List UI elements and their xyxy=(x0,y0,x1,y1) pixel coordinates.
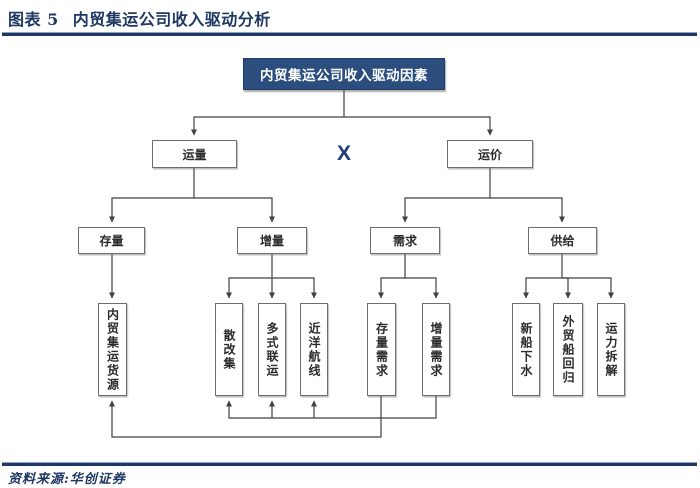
leaf-bulk-to-container: 散改集 xyxy=(215,303,243,396)
node-price: 运价 xyxy=(447,140,533,168)
leaf-multimodal-label: 多式联运 xyxy=(265,321,279,378)
leaf-stock-demand-label: 存量需求 xyxy=(374,321,389,378)
leaf-new-ship-launch: 新船下水 xyxy=(512,303,540,396)
leaf-cargo-source: 内贸集运货源 xyxy=(98,303,127,396)
leaf-capacity-scrap-label: 运力拆解 xyxy=(604,321,618,378)
figure-caption: 图表 5 内贸集运公司收入驱动分析 xyxy=(8,6,271,30)
leaf-incremental-demand-label: 增量需求 xyxy=(429,321,443,378)
node-volume: 运量 xyxy=(152,140,237,168)
leaf-foreign-ship-return: 外贸船回归 xyxy=(553,303,583,396)
node-root: 内贸集运公司收入驱动因素 xyxy=(243,58,445,90)
leaf-new-ship-launch-label: 新船下水 xyxy=(519,321,533,378)
node-demand: 需求 xyxy=(370,227,440,254)
leaf-near-sea-route-label: 近洋航线 xyxy=(307,321,321,378)
source-text: 资料来源:华创证券 xyxy=(8,472,126,487)
figure-caption-title: 内贸集运公司收入驱动分析 xyxy=(72,10,271,29)
caption-divider-line xyxy=(2,32,697,36)
leaf-near-sea-route: 近洋航线 xyxy=(300,303,328,396)
node-stock: 存量 xyxy=(78,227,145,254)
leaf-capacity-scrap: 运力拆解 xyxy=(597,303,625,396)
leaf-stock-demand: 存量需求 xyxy=(367,303,396,396)
leaf-incremental-demand: 增量需求 xyxy=(422,303,450,396)
leaf-multimodal: 多式联运 xyxy=(258,303,286,396)
multiply-operator: X xyxy=(336,142,351,165)
leaf-cargo-source-label: 内贸集运货源 xyxy=(105,307,120,392)
node-increment: 增量 xyxy=(237,227,307,254)
leaf-foreign-ship-return-label: 外贸船回归 xyxy=(561,314,575,385)
footer-divider-line xyxy=(2,462,697,466)
node-supply: 供给 xyxy=(528,227,597,254)
leaf-bulk-to-container-label: 散改集 xyxy=(222,328,236,371)
figure-caption-label: 图表 5 xyxy=(8,10,59,29)
